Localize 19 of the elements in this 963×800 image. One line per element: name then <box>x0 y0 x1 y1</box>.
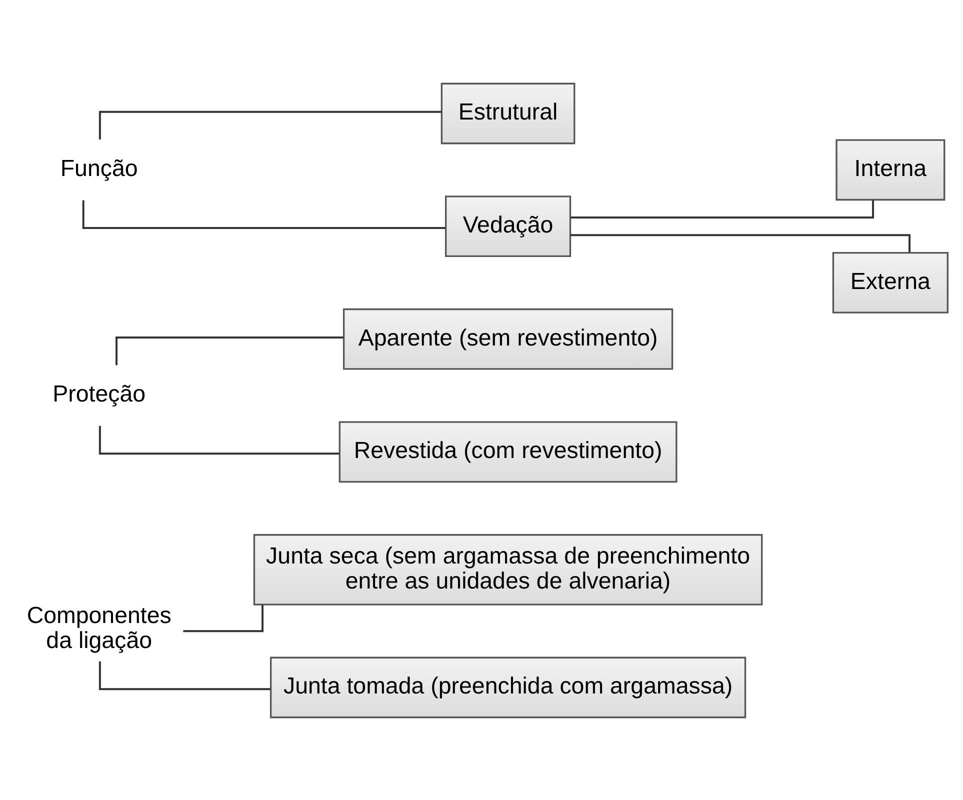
connector <box>98 660 271 690</box>
connector <box>98 425 340 454</box>
node-box: Revestida (com revestimento) <box>338 420 678 482</box>
node-text: Componentes da ligação <box>26 602 172 653</box>
node-box: Junta seca (sem argamassa de preenchimento entre as unidades de alvenaria) <box>253 534 763 605</box>
node-box: Aparente (sem revestimento) <box>342 308 674 370</box>
node-text: Função <box>60 154 138 181</box>
connector <box>98 110 442 139</box>
node-box: Vedação <box>445 195 572 256</box>
connector <box>116 336 344 365</box>
connector <box>570 234 910 252</box>
node-box: Interna <box>836 138 946 200</box>
connector <box>183 604 264 632</box>
connector <box>82 200 446 228</box>
node-box: Estrutural <box>440 82 576 144</box>
connector <box>570 200 874 218</box>
node-box: Externa <box>832 252 948 313</box>
node-box: Junta tomada (preenchida com argamassa) <box>270 656 746 718</box>
node-text: Proteção <box>52 380 146 406</box>
